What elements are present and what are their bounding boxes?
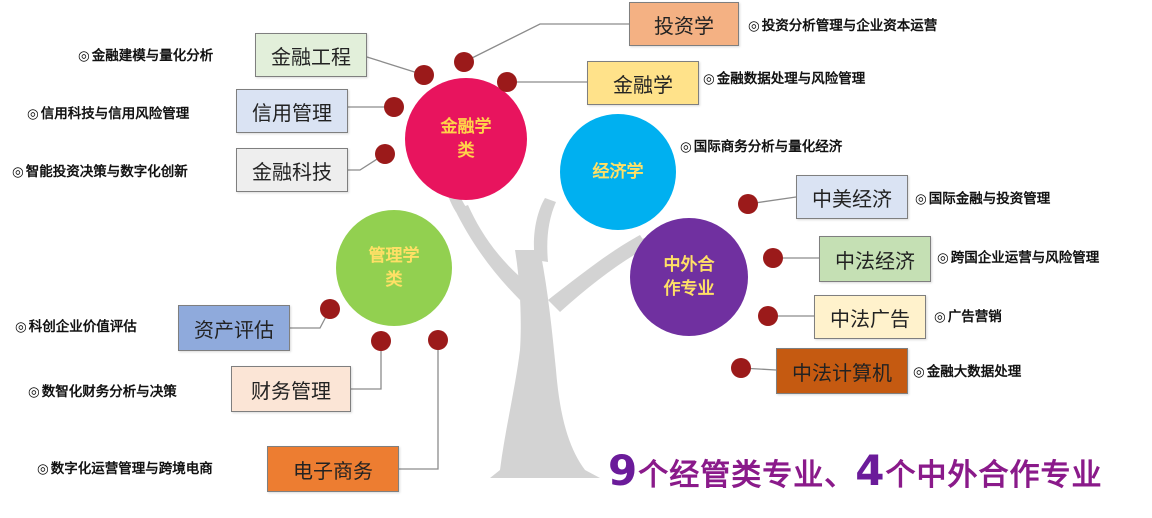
desc-text: 广告营销 <box>947 309 1002 325</box>
headline-number-1: 9 <box>608 446 639 495</box>
desc-asset-appraisal: ◎科创企业价值评估 <box>15 318 137 336</box>
headline-number-2: 4 <box>855 446 886 495</box>
major-sino-french-advertising: 中法广告 <box>814 295 926 339</box>
desc-sino-french-computing: ◎金融大数据处理 <box>913 363 1021 381</box>
desc-marker: ◎ <box>934 309 946 325</box>
desc-marker: ◎ <box>37 461 49 477</box>
branch-dot <box>758 306 778 326</box>
branch-dot <box>384 97 404 117</box>
desc-fintech: ◎智能投资决策与数字化创新 <box>12 163 188 181</box>
major-fintech: 金融科技 <box>236 148 348 192</box>
branch-dot <box>497 72 517 92</box>
desc-text: 金融大数据处理 <box>926 364 1022 380</box>
desc-text: 科创企业价值评估 <box>28 319 137 335</box>
desc-text: 国际商务分析与量化经济 <box>693 139 843 155</box>
headline-text-1: 个经管类专业、 <box>638 458 856 493</box>
desc-marker: ◎ <box>748 18 760 34</box>
branch-dot <box>375 144 395 164</box>
desc-finance: ◎金融数据处理与风险管理 <box>703 70 865 88</box>
major-financial-engineering: 金融工程 <box>255 33 367 77</box>
desc-text: 国际金融与投资管理 <box>928 191 1051 207</box>
desc-marker: ◎ <box>78 48 90 64</box>
desc-text: 跨国企业运营与风险管理 <box>950 250 1100 266</box>
desc-text: 投资分析管理与企业资本运营 <box>761 18 938 34</box>
desc-marker: ◎ <box>937 250 949 266</box>
desc-financial-management: ◎数智化财务分析与决策 <box>28 383 177 401</box>
desc-marker: ◎ <box>28 384 40 400</box>
desc-sino-french-advertising: ◎广告营销 <box>934 308 1002 326</box>
desc-marker: ◎ <box>913 364 925 380</box>
major-financial-management: 财务管理 <box>231 366 351 412</box>
desc-text: 信用科技与信用风险管理 <box>40 106 190 122</box>
major-sino-us-economics: 中美经济 <box>796 175 908 219</box>
desc-text: 智能投资决策与数字化创新 <box>25 164 188 180</box>
desc-sino-french-economics: ◎跨国企业运营与风险管理 <box>937 249 1099 267</box>
summary-headline: 9个经管类专业、4个中外合作专业 <box>608 446 1102 495</box>
desc-marker: ◎ <box>915 191 927 207</box>
branch-dot <box>763 248 783 268</box>
major-credit-management: 信用管理 <box>236 89 348 133</box>
desc-text: 金融建模与量化分析 <box>91 48 214 64</box>
desc-marker: ◎ <box>27 106 39 122</box>
desc-text: 金融数据处理与风险管理 <box>716 71 866 87</box>
major-finance: 金融学 <box>587 61 699 105</box>
major-e-commerce: 电子商务 <box>267 446 399 492</box>
major-investment: 投资学 <box>629 2 739 46</box>
desc-marker: ◎ <box>703 71 715 87</box>
desc-financial-engineering: ◎金融建模与量化分析 <box>78 47 213 65</box>
desc-marker: ◎ <box>15 319 27 335</box>
desc-economics: ◎国际商务分析与量化经济 <box>680 138 842 156</box>
desc-marker: ◎ <box>12 164 24 180</box>
headline-text-2: 个中外合作专业 <box>885 458 1103 493</box>
desc-marker: ◎ <box>680 139 692 155</box>
branch-dot <box>738 194 758 214</box>
category-finance: 金融学 类 <box>405 78 527 200</box>
category-sino-foreign: 中外合 作专业 <box>630 218 748 336</box>
branch-dot <box>428 330 448 350</box>
connector-line <box>399 340 439 470</box>
major-sino-french-economics: 中法经济 <box>819 236 931 282</box>
category-economics: 经济学 <box>560 114 676 230</box>
desc-e-commerce: ◎数字化运营管理与跨境电商 <box>37 460 213 478</box>
desc-credit-management: ◎信用科技与信用风险管理 <box>27 105 189 123</box>
connector-line <box>351 341 382 390</box>
desc-sino-us-economics: ◎国际金融与投资管理 <box>915 190 1050 208</box>
desc-investment: ◎投资分析管理与企业资本运营 <box>748 17 937 35</box>
major-sino-french-computing: 中法计算机 <box>776 348 908 394</box>
connector-line <box>463 23 629 63</box>
desc-text: 数字化运营管理与跨境电商 <box>50 461 213 477</box>
branch-dot <box>454 52 474 72</box>
branch-dot <box>320 299 340 319</box>
branch-dot <box>414 65 434 85</box>
branch-dot <box>731 358 751 378</box>
category-management: 管理学 类 <box>336 210 452 326</box>
desc-text: 数智化财务分析与决策 <box>41 384 177 400</box>
branch-dot <box>371 331 391 351</box>
major-asset-appraisal: 资产评估 <box>178 305 290 351</box>
